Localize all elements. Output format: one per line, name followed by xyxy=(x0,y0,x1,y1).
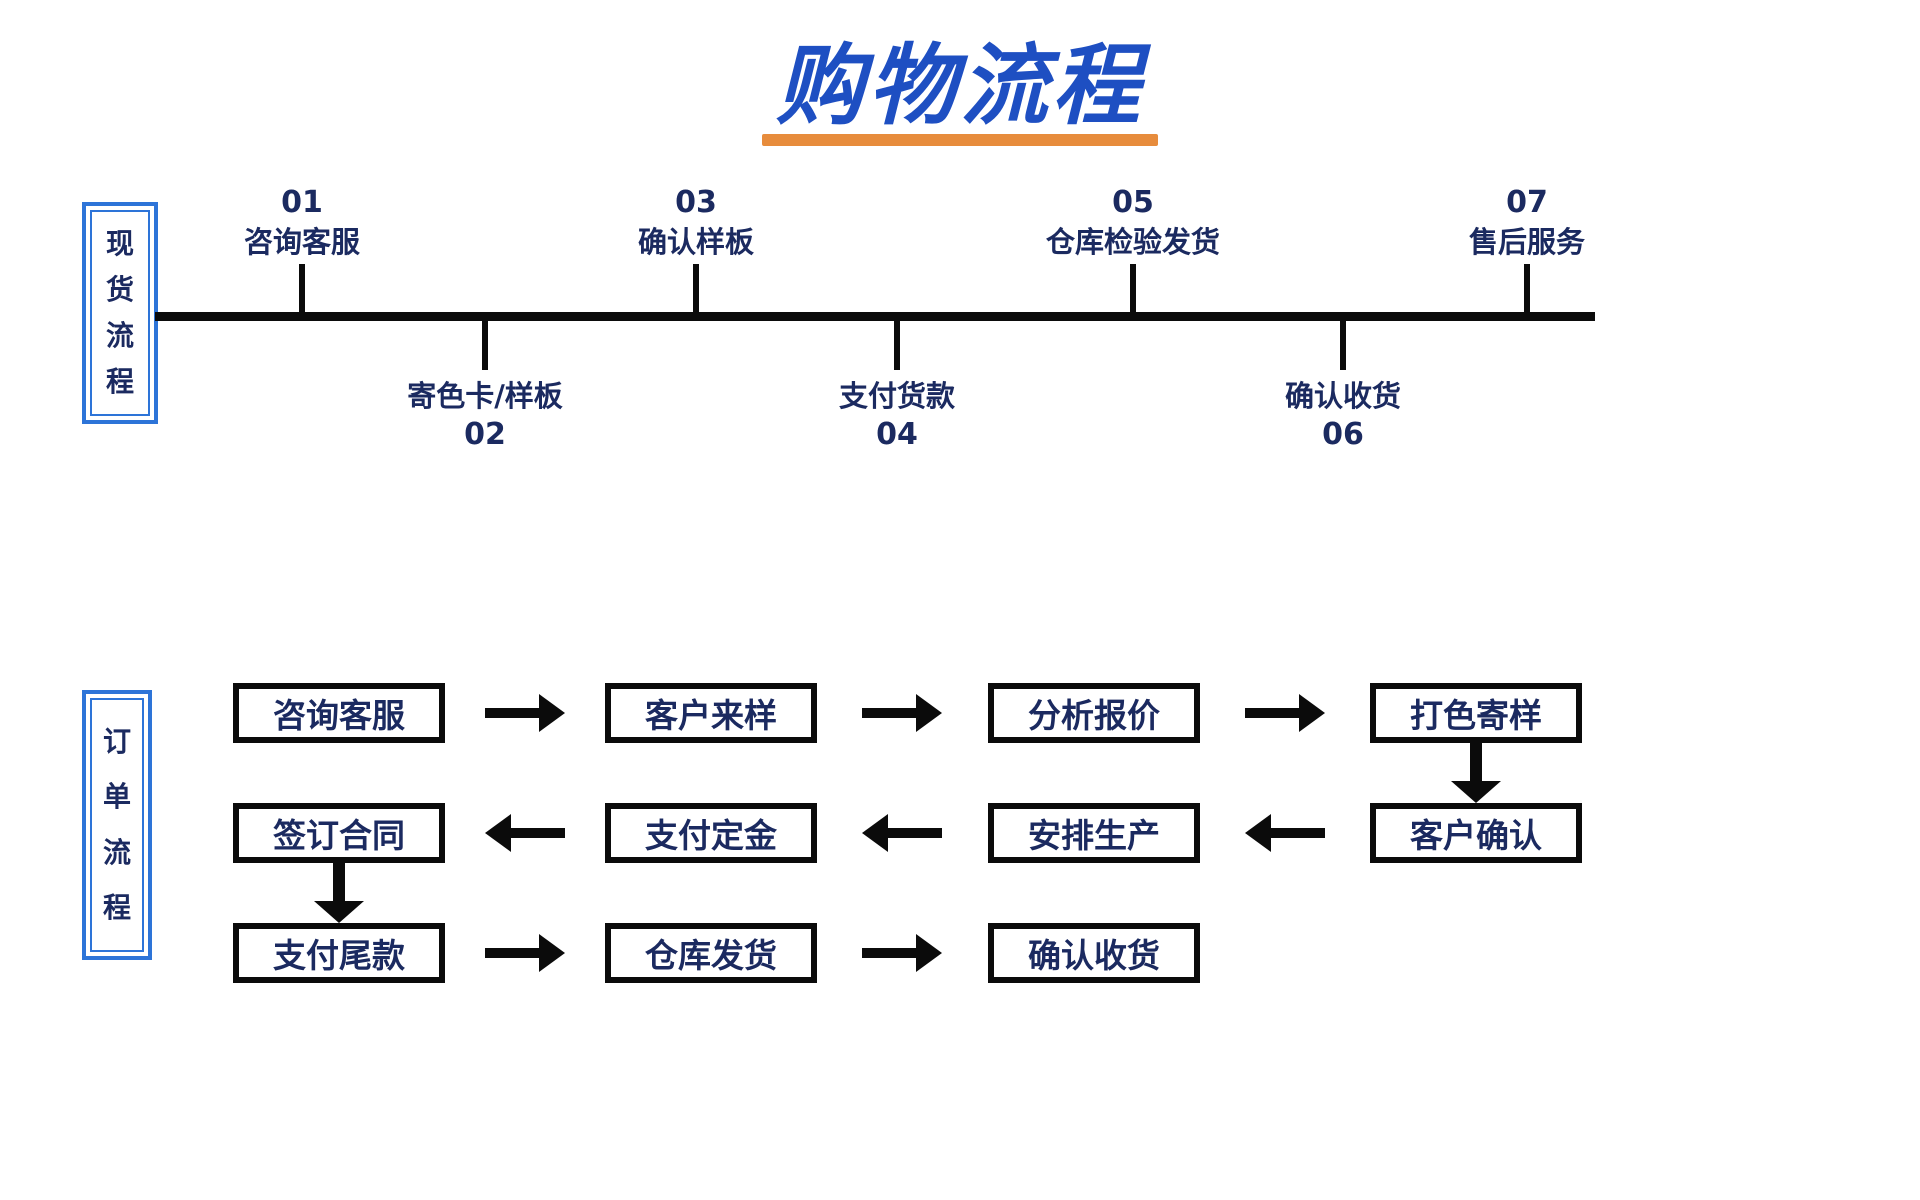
arrow-right-icon xyxy=(485,694,565,732)
arrow-right-icon xyxy=(485,934,565,972)
arrow-down-icon xyxy=(1451,743,1501,803)
step-label: 寄色卡/样板 xyxy=(407,379,563,413)
timeline-step-04: 支付货款 04 xyxy=(757,376,1037,454)
arrow-left-icon xyxy=(485,814,565,852)
label-char: 货 xyxy=(105,273,134,306)
step-number: 06 xyxy=(1322,417,1364,452)
flow-box: 咨询客服 xyxy=(233,683,445,743)
label-char: 单 xyxy=(102,780,131,814)
label-char: 现 xyxy=(105,227,134,260)
page-title: 购物流程 xyxy=(775,34,1144,137)
timeline-tick xyxy=(894,318,900,370)
order-flow-label-inner: 订 单 流 程 xyxy=(90,698,144,952)
arrow-down-icon xyxy=(314,863,364,923)
title-underline xyxy=(762,134,1158,146)
timeline-line xyxy=(155,312,1595,321)
spot-flow-label-inner: 现 货 流 程 xyxy=(90,210,150,416)
flow-box: 客户确认 xyxy=(1370,803,1582,863)
label-char: 流 xyxy=(105,319,134,352)
flow-box: 分析报价 xyxy=(988,683,1200,743)
arrow-right-icon xyxy=(862,934,942,972)
timeline-tick xyxy=(1130,264,1136,316)
timeline-tick xyxy=(482,318,488,370)
timeline-step-06: 确认收货 06 xyxy=(1203,376,1483,454)
step-number: 05 xyxy=(1112,185,1154,220)
arrow-right-icon xyxy=(862,694,942,732)
step-number: 02 xyxy=(464,417,506,452)
step-label: 仓库检验发货 xyxy=(1045,225,1220,259)
flow-box: 支付尾款 xyxy=(233,923,445,983)
step-label: 咨询客服 xyxy=(243,225,360,259)
timeline-step-05: 05 仓库检验发货 xyxy=(993,184,1273,262)
arrow-left-icon xyxy=(862,814,942,852)
arrow-right-icon xyxy=(1245,694,1325,732)
step-number: 03 xyxy=(675,185,717,220)
label-char: 订 xyxy=(102,724,131,758)
timeline-step-01: 01 咨询客服 xyxy=(162,184,442,262)
spot-flow-label-box: 现 货 流 程 xyxy=(82,202,158,424)
arrow-left-icon xyxy=(1245,814,1325,852)
timeline-step-02: 寄色卡/样板 02 xyxy=(345,376,625,454)
timeline-tick xyxy=(1340,318,1346,370)
timeline-step-07: 07 售后服务 xyxy=(1387,184,1667,262)
order-flow-label-box: 订 单 流 程 xyxy=(82,690,152,960)
label-char: 程 xyxy=(102,891,131,925)
step-label: 确认收货 xyxy=(1284,379,1401,413)
label-char: 程 xyxy=(105,365,134,398)
step-label: 支付货款 xyxy=(838,379,955,413)
flow-box: 打色寄样 xyxy=(1370,683,1582,743)
step-number: 04 xyxy=(876,417,918,452)
flow-box: 客户来样 xyxy=(605,683,817,743)
timeline-tick xyxy=(693,264,699,316)
timeline-tick xyxy=(1524,264,1530,316)
step-label: 确认样板 xyxy=(637,225,754,259)
flow-box: 支付定金 xyxy=(605,803,817,863)
flow-box: 仓库发货 xyxy=(605,923,817,983)
flow-box: 签订合同 xyxy=(233,803,445,863)
step-number: 07 xyxy=(1506,185,1548,220)
timeline-tick xyxy=(299,264,305,316)
label-char: 流 xyxy=(102,835,131,869)
step-number: 01 xyxy=(281,185,323,220)
flow-box: 安排生产 xyxy=(988,803,1200,863)
flow-box: 确认收货 xyxy=(988,923,1200,983)
step-label: 售后服务 xyxy=(1468,225,1585,259)
timeline-step-03: 03 确认样板 xyxy=(556,184,836,262)
